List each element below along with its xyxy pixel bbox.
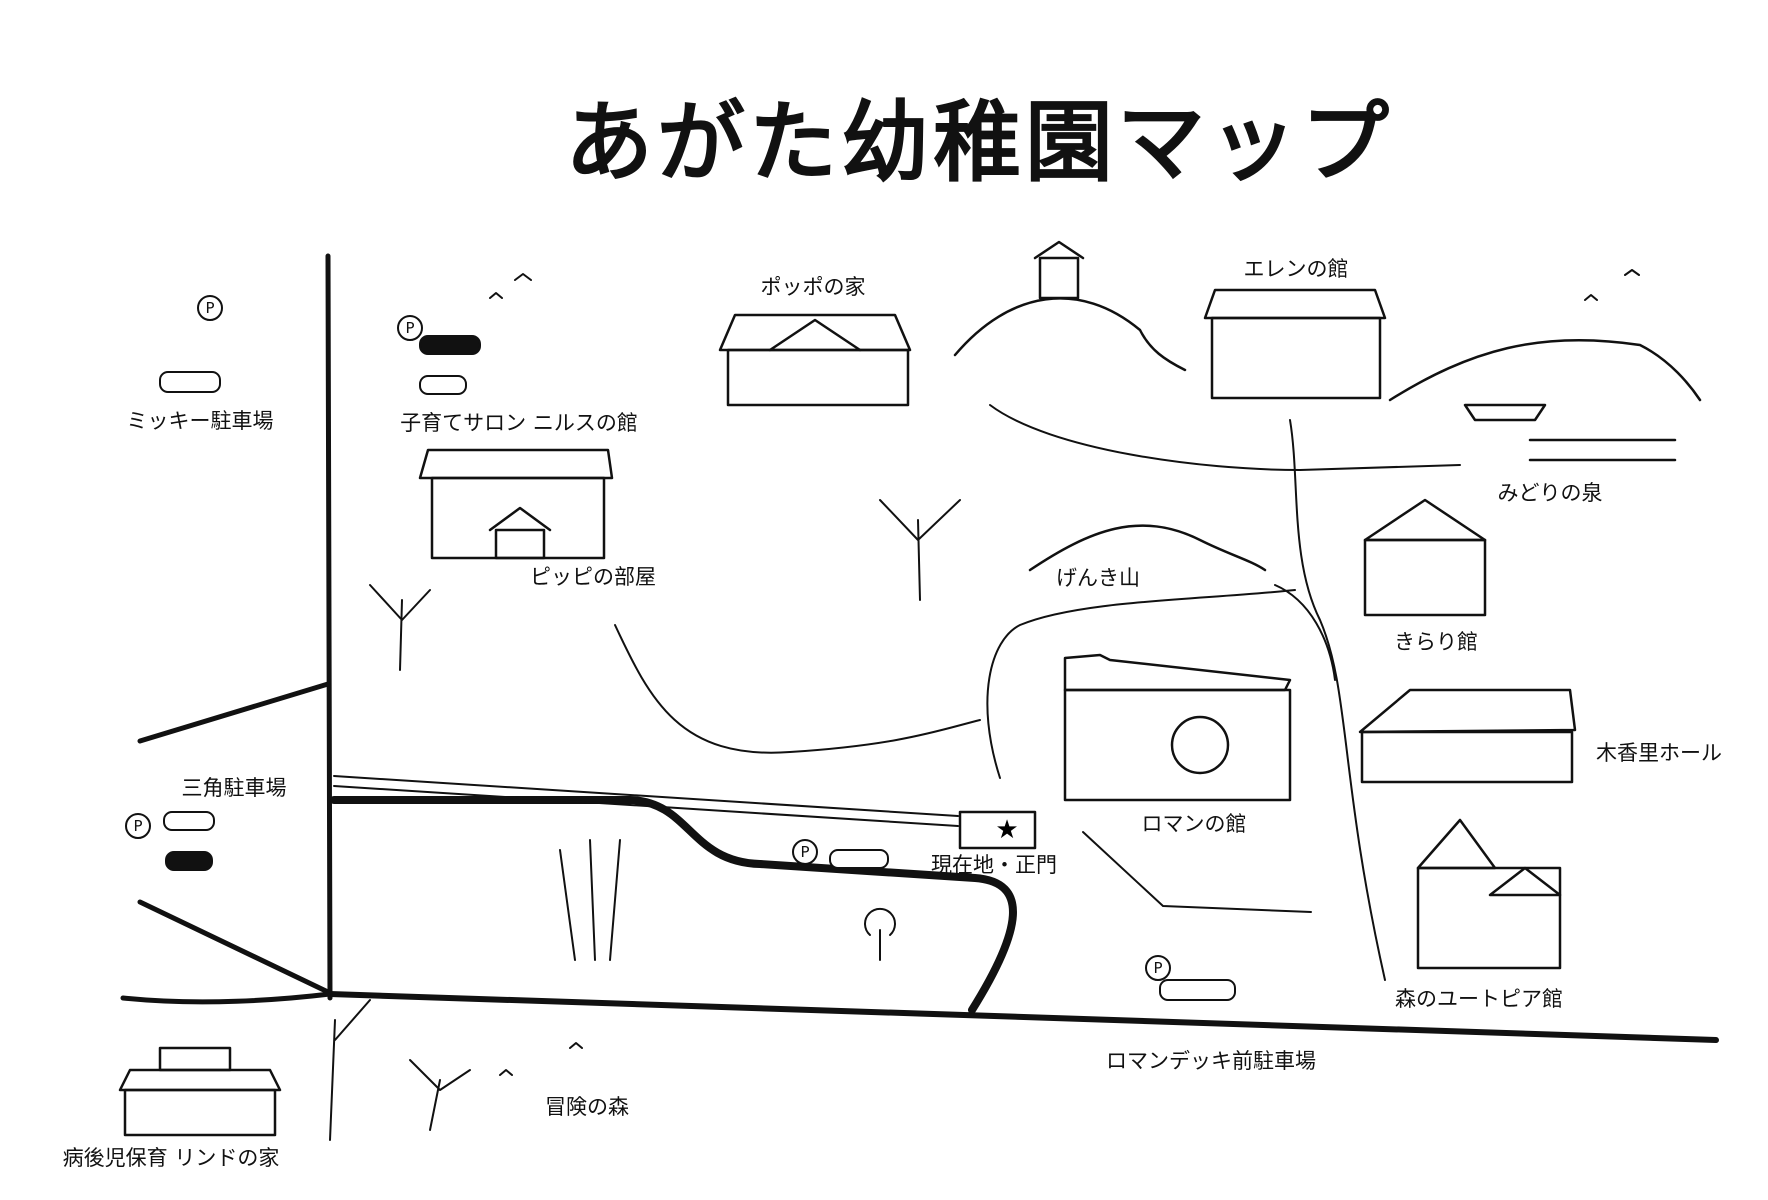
- label-kirari: きらり館: [1394, 630, 1478, 654]
- parking-icon: P: [1145, 955, 1171, 981]
- page-title: あがた幼稚園マップ: [564, 91, 1393, 194]
- ellen-building: [1203, 288, 1387, 400]
- birds: [489, 269, 1640, 1076]
- sankaku-road-top: [137, 681, 331, 744]
- label-sankaku-parking: 三角駐車場: [181, 776, 287, 800]
- parking-icon: P: [125, 813, 151, 839]
- roman-building: [1063, 653, 1292, 802]
- lind-road: [120, 991, 333, 1005]
- label-romandeck-parking: ロマンデッキ前駐車場: [1106, 1049, 1316, 1073]
- path: [989, 404, 1461, 471]
- label-current-location: 現在地・正門: [931, 853, 1057, 877]
- label-mickey-parking: ミッキー駐車場: [126, 409, 274, 433]
- parking-icon: P: [197, 295, 223, 321]
- left-boundary-road: [325, 253, 333, 1001]
- label-lind: 病後児保育 リンドの家: [62, 1146, 280, 1170]
- path: [614, 624, 981, 754]
- star-icon: ★: [995, 815, 1018, 845]
- label-mokkori: 木香里ホール: [1596, 741, 1722, 765]
- nils-building: [418, 448, 614, 560]
- fence: [333, 785, 959, 827]
- poppo-building: [718, 313, 912, 407]
- fence: [1082, 831, 1312, 913]
- utopia-building: [1416, 818, 1562, 970]
- sankaku-road-bottom: [137, 899, 331, 995]
- genki-hill: [953, 240, 1187, 372]
- label-genki: げんき山: [1056, 566, 1140, 590]
- trees: [329, 499, 961, 1141]
- parking-icon: P: [792, 839, 818, 865]
- path: [986, 589, 1296, 779]
- bottom-road: [327, 991, 1719, 1043]
- label-roman: ロマンの館: [1141, 812, 1247, 836]
- genki-yama: [1028, 524, 1267, 572]
- fence: [333, 775, 959, 817]
- path: [1289, 419, 1386, 981]
- label-nils: 子育てサロン ニルスの館: [400, 411, 638, 435]
- label-poppo: ポッポの家: [760, 275, 866, 299]
- cars: [159, 335, 1236, 1001]
- gate-sign: [958, 810, 1037, 850]
- label-midori: みどりの泉: [1497, 481, 1603, 505]
- label-adventure-forest: 冒険の森: [545, 1095, 629, 1119]
- mokkori-hall: [1358, 688, 1577, 784]
- parking-icon: P: [397, 315, 423, 341]
- label-ellen: エレンの館: [1243, 257, 1349, 281]
- path: [1274, 584, 1336, 681]
- label-pippi: ピッピの部屋: [530, 565, 656, 589]
- lind-building: [118, 1046, 282, 1137]
- midori-hill: [1388, 338, 1702, 462]
- kirari-building: [1363, 498, 1487, 617]
- label-utopia: 森のユートピア館: [1395, 987, 1563, 1011]
- entrance-road: [330, 796, 1017, 1014]
